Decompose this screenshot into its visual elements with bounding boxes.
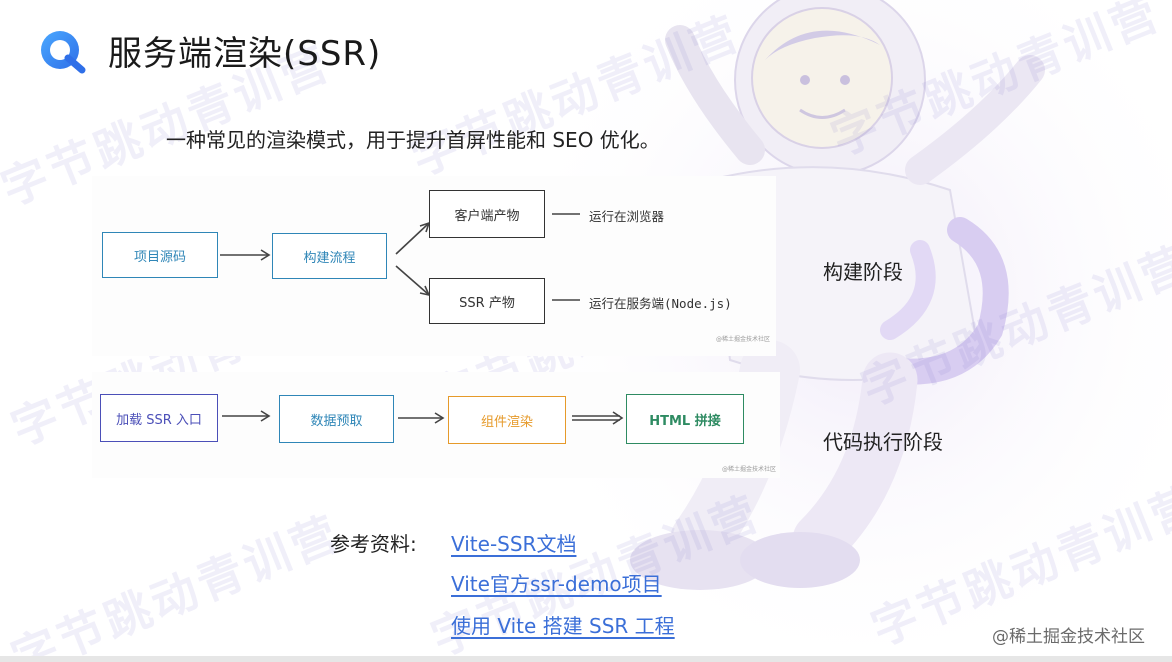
vite-ssr-setup-link[interactable]: 使用 Vite 搭建 SSR 工程 (451, 614, 675, 638)
exec-arrows (222, 410, 624, 425)
vite-ssr-docs-link[interactable]: Vite-SSR文档 (451, 532, 577, 556)
prefetch-box: 数据预取 (279, 395, 394, 443)
exec-stage-label: 代码执行阶段 (823, 430, 943, 454)
ssr-note: 运行在服务端(Node.js) (589, 296, 732, 311)
build-arrows (220, 213, 580, 301)
ssr-entry-box: 加载 SSR 入口 (100, 394, 218, 442)
references-label: 参考资料: (330, 532, 417, 556)
bottom-strip (0, 656, 1172, 662)
diagram-credit: @稀土掘金技术社区 (722, 466, 777, 473)
build-process-box: 构建流程 (272, 233, 387, 279)
client-note: 运行在浏览器 (589, 209, 665, 224)
watermark: 字节跳动青训营 (3, 505, 349, 656)
intro-text: 一种常见的渲染模式，用于提升首屏性能和 SEO 优化。 (166, 128, 660, 152)
vite-ssr-demo-link[interactable]: Vite官方ssr-demo项目 (451, 572, 662, 596)
footer-credit: @稀土掘金技术社区 (992, 627, 1145, 647)
page-title: 服务端渲染(SSR) (108, 34, 382, 74)
astronaut-illustration (560, 0, 1172, 656)
build-diagram: 项目源码 构建流程 客户端产物 SSR 产物 运行在浏览器 运行在服务端(Nod… (92, 176, 776, 356)
render-box: 组件渲染 (448, 396, 566, 444)
exec-diagram: 加载 SSR 入口 数据预取 组件渲染 HTML 拼接 @稀土掘金技术社区 (92, 372, 780, 478)
app-logo-icon (41, 31, 86, 74)
source-box: 项目源码 (102, 232, 218, 278)
ssr-output-box: SSR 产物 (429, 278, 545, 324)
client-output-box: 客户端产物 (429, 190, 545, 238)
diagram-credit: @稀土掘金技术社区 (716, 336, 771, 343)
build-stage-label: 构建阶段 (823, 260, 903, 284)
html-concat-box: HTML 拼接 (626, 394, 744, 444)
